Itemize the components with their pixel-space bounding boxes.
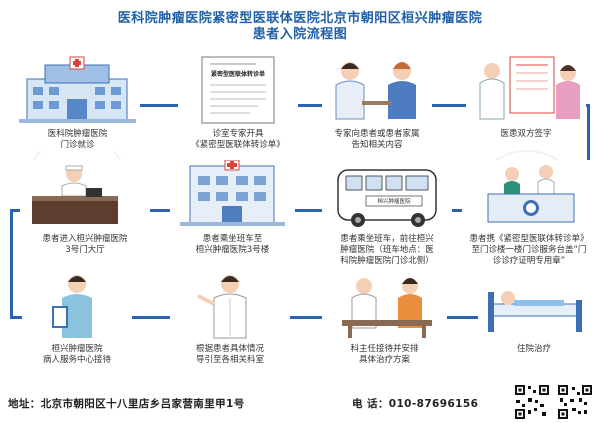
step-1-label: 医科院肿瘤医院 门诊就诊 xyxy=(47,129,108,150)
shuttle-bus-illustration: 桓兴肿瘤医院 xyxy=(322,160,452,232)
bus-sign: 桓兴肿瘤医院 xyxy=(377,199,411,205)
step-4: 医患双方签字 xyxy=(466,55,586,140)
step-8-label: 患者进入桓兴肿瘤医院 3号门大厅 xyxy=(42,234,128,255)
step-2: 紧密型医联体转诊单 诊室专家开具 《紧密型医联体转诊单》 xyxy=(178,55,298,151)
route-connector-left xyxy=(10,209,13,319)
step-2-label: 诊室专家开具 《紧密型医联体转诊单》 xyxy=(191,129,285,150)
signing-illustration xyxy=(466,55,586,127)
step-6: 桓兴肿瘤医院 患者乘坐班车，前往桓兴 肿瘤医院（班车地点：医 科院肿瘤医院门诊北… xyxy=(322,160,452,267)
step-12-label: 住院治疗 xyxy=(516,344,551,354)
doctor-patient-consult-illustration xyxy=(322,270,447,342)
step-7: 患者乘坐班车至 桓兴肿瘤医院3号楼 xyxy=(170,159,295,256)
hospital-building-3-illustration xyxy=(170,159,295,232)
page-title: 医科院肿瘤医院紧密型医联体医院北京市朝阳区桓兴肿瘤医院 xyxy=(117,11,483,26)
step-8: 患者进入桓兴肿瘤医院 3号门大厅 xyxy=(20,160,150,256)
doctor-consultation-illustration xyxy=(322,55,432,127)
step-10-label: 根据患者具体情况 导引至各相关科室 xyxy=(195,344,264,365)
step-11: 科主任接待并安排 具体治疗方案 xyxy=(322,270,447,366)
address-text: 地址：北京市朝阳区十八里店乡吕家营南里甲1号 xyxy=(8,398,245,410)
step-7-label: 患者乘坐班车至 桓兴肿瘤医院3号楼 xyxy=(195,234,270,255)
step-5: 患者携《紧密型医联体转诊单》 至门诊楼一楼门诊服务台盖“门 诊诊疗证明专用章” xyxy=(462,160,596,267)
step-12: 住院治疗 xyxy=(478,270,590,355)
step-11-label: 科主任接待并安排 具体治疗方案 xyxy=(350,344,419,365)
step-4-label: 医患双方签字 xyxy=(500,129,552,139)
step-3: 专家向患者或患者家属 告知相关内容 xyxy=(322,55,432,151)
step-6-label: 患者乘坐班车，前往桓兴 肿瘤医院（班车地点：医 科院肿瘤医院门诊北侧） xyxy=(340,234,434,266)
step-10: 根据患者具体情况 导引至各相关科室 xyxy=(170,270,290,366)
route-line-row2 xyxy=(10,209,590,212)
reception-desk-illustration xyxy=(20,160,150,232)
qr-code-icon xyxy=(514,384,550,420)
step-1: 医科院肿瘤医院 门诊就诊 xyxy=(15,55,140,151)
route-connector-right xyxy=(587,104,590,212)
referral-form-illustration: 紧密型医联体转诊单 xyxy=(178,55,298,127)
doctor-pointing-illustration xyxy=(170,270,290,342)
nurse-with-clipboard-illustration xyxy=(22,270,132,342)
step-9: 桓兴肿瘤医院 病人服务中心接待 xyxy=(22,270,132,366)
qr-code-icon xyxy=(557,384,593,420)
page-subtitle: 患者入院流程图 xyxy=(252,27,348,42)
step-5-label: 患者携《紧密型医联体转诊单》 至门诊楼一楼门诊服务台盖“门 诊诊疗证明专用章” xyxy=(469,234,589,266)
step-9-label: 桓兴肿瘤医院 病人服务中心接待 xyxy=(42,344,111,365)
service-desk-illustration xyxy=(462,160,596,232)
phone-text: 电 话：010-87696156 xyxy=(352,398,479,410)
hospital-building-illustration xyxy=(15,55,140,127)
step-3-label: 专家向患者或患者家属 告知相关内容 xyxy=(334,129,420,150)
form-heading: 紧密型医联体转诊单 xyxy=(210,71,265,78)
hospital-bed-illustration xyxy=(478,270,590,342)
